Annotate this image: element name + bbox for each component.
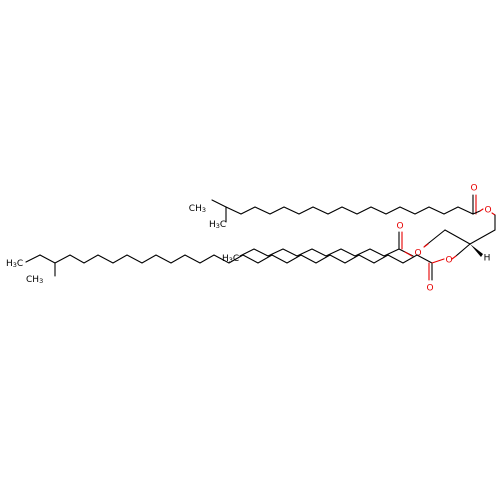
backbone-c2-o — [455, 243, 471, 257]
bottom-acyl-chain — [25, 254, 445, 281]
o-ester-top-label: O — [484, 206, 491, 216]
h-stereo-label: H — [484, 254, 491, 264]
backbone-c2-o-red — [451, 255, 457, 260]
ch3-bot-b-label: CH3 — [26, 275, 43, 286]
middle-chain-bonds — [239, 248, 414, 257]
ch3-top-a-label: CH3 — [189, 204, 206, 215]
backbone-c3-o — [424, 229, 446, 247]
top-ester-bond-a — [472, 210, 481, 215]
ch3-top-b-label: H3C — [209, 220, 226, 231]
backbone-o-top-bond — [491, 212, 496, 216]
top-chain-bonds — [225, 206, 474, 215]
bottom-chain-bonds — [39, 254, 433, 264]
o-carbonyl-bot-label: O — [426, 284, 433, 294]
backbone-c2-c3 — [444, 229, 471, 245]
bottom-ethyl-bond — [25, 254, 41, 263]
middle-ester-bond — [404, 251, 413, 257]
bottom-ester-bond — [431, 258, 445, 264]
ch3-bot-a-label: H3C — [6, 259, 23, 270]
top-methyl-bond — [211, 199, 227, 208]
o-ester-mid-label: O — [414, 249, 421, 259]
o-carbonyl-mid-label: O — [396, 222, 403, 232]
backbone-c1-c2 — [469, 229, 496, 245]
glycerol-backbone — [423, 212, 496, 260]
backbone-c3-o-red — [423, 243, 429, 248]
stereo-wedge — [470, 244, 483, 257]
top-ester-bond-b — [479, 208, 484, 212]
top-acyl-chain — [211, 194, 484, 223]
middle-acyl-chain — [239, 231, 414, 257]
o-ester-bot-label: O — [445, 256, 452, 266]
o-carbonyl-top-label: O — [470, 184, 477, 194]
